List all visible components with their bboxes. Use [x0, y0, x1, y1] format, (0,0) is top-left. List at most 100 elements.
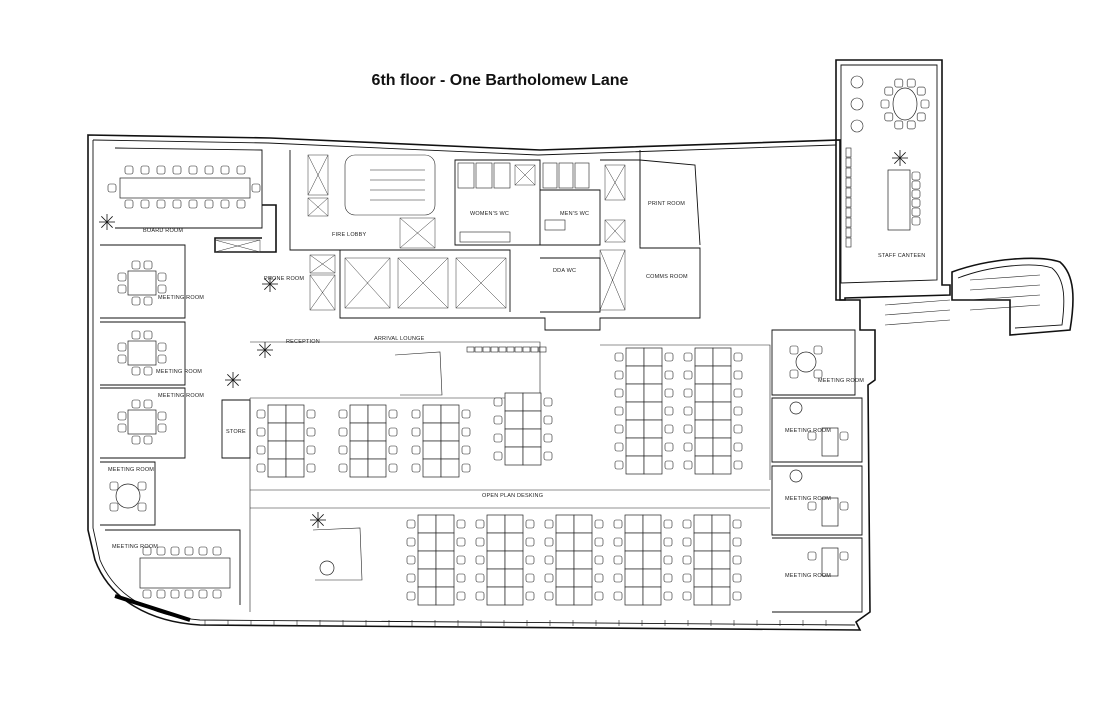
chair [131, 260, 141, 270]
label-staff-canteen: STAFF CANTEEN [878, 253, 925, 259]
chair [894, 120, 904, 130]
desk [694, 455, 714, 475]
plant-icon [227, 379, 234, 386]
chair [613, 537, 623, 547]
chair [170, 589, 180, 599]
desk [504, 410, 524, 430]
chair [406, 555, 416, 565]
plant-icon [269, 283, 276, 290]
plant-icon [269, 278, 276, 285]
chair [594, 555, 604, 565]
chair [156, 546, 166, 556]
bench [114, 594, 191, 622]
chair [813, 345, 823, 355]
desk [555, 514, 575, 534]
chair [140, 199, 150, 209]
chair [388, 409, 398, 419]
round-table [795, 351, 817, 373]
chair [839, 551, 849, 561]
chair [613, 591, 623, 601]
chair [544, 519, 554, 529]
chair [220, 199, 230, 209]
chair [220, 165, 230, 175]
chair [594, 573, 604, 583]
desk [435, 586, 455, 606]
chair [143, 260, 153, 270]
desk [504, 532, 524, 552]
desk [642, 514, 662, 534]
desk [267, 422, 287, 442]
chair [117, 284, 127, 294]
chair [338, 445, 348, 455]
chair [461, 445, 471, 455]
lift-shafts [214, 154, 626, 311]
railing [845, 147, 852, 158]
label-dda-wc: DDA WC [553, 268, 576, 274]
chair [664, 388, 674, 398]
plant-icon [312, 519, 319, 526]
plant-icon [232, 379, 239, 386]
desk [625, 419, 645, 439]
desk [693, 586, 713, 606]
label-comms-room: COMMS ROOM [646, 274, 688, 280]
desk [693, 550, 713, 570]
plant-icon [894, 152, 901, 159]
chair [683, 388, 693, 398]
chair [204, 165, 214, 175]
desk [642, 568, 662, 588]
chair [733, 406, 743, 416]
desk [625, 365, 645, 385]
desk [642, 550, 662, 570]
desk [486, 568, 506, 588]
chair [663, 591, 673, 601]
desk [821, 497, 839, 527]
desk [349, 440, 369, 460]
railing [530, 346, 539, 353]
chair [236, 199, 246, 209]
chair [107, 183, 117, 193]
desk [422, 458, 442, 478]
chair [306, 427, 316, 437]
label-meeting-room-2: MEETING ROOM [156, 369, 202, 375]
chair [594, 591, 604, 601]
chair [117, 272, 127, 282]
chair [911, 171, 921, 181]
chair [131, 366, 141, 376]
chair [256, 445, 266, 455]
chair [236, 165, 246, 175]
railing [482, 346, 491, 353]
plant-icon [227, 374, 234, 381]
plant-icon [894, 157, 901, 164]
chair [461, 463, 471, 473]
chair [614, 388, 624, 398]
chair [117, 342, 127, 352]
chair [525, 573, 535, 583]
chair [157, 354, 167, 364]
railing [845, 157, 852, 168]
chair [544, 573, 554, 583]
chair [732, 519, 742, 529]
desk [642, 532, 662, 552]
chair [911, 189, 921, 199]
label-board-room: BOARD ROOM [143, 228, 183, 234]
label-meeting-room-3: MEETING ROOM [158, 393, 204, 399]
chair [156, 589, 166, 599]
chair [109, 481, 119, 491]
railing [506, 346, 515, 353]
chair [683, 370, 693, 380]
chair [156, 199, 166, 209]
railing [474, 346, 483, 353]
railing [845, 177, 852, 188]
desk [367, 422, 387, 442]
chair [157, 284, 167, 294]
chair [256, 463, 266, 473]
plan-title: 6th floor - One Bartholomew Lane [371, 72, 629, 89]
chair [683, 424, 693, 434]
desk [624, 586, 644, 606]
chair [124, 165, 134, 175]
chair [143, 399, 153, 409]
desk [711, 514, 731, 534]
chair [461, 427, 471, 437]
desk [555, 586, 575, 606]
chair [682, 573, 692, 583]
